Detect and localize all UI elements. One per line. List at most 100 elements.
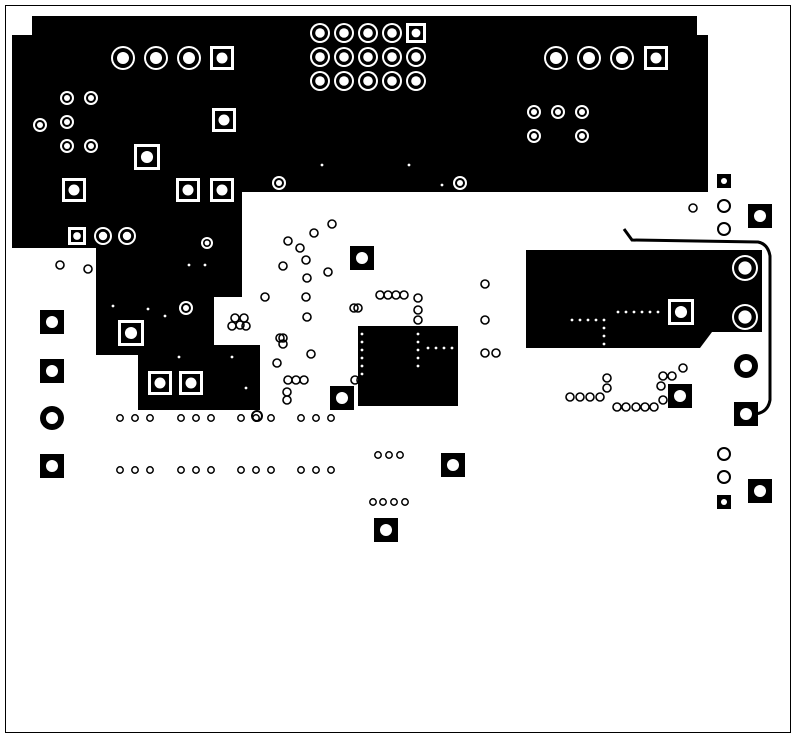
- via: [237, 466, 245, 474]
- via: [131, 466, 139, 474]
- via: [267, 466, 275, 474]
- via: [282, 395, 292, 405]
- via: [116, 466, 124, 474]
- pad-drill: [531, 133, 537, 139]
- via: [146, 414, 154, 422]
- via: [207, 466, 215, 474]
- test-point: [656, 310, 660, 314]
- test-point: [632, 310, 636, 314]
- test-point: [434, 346, 438, 350]
- via: [413, 293, 423, 303]
- test-point: [416, 356, 420, 360]
- pad-drill: [387, 28, 397, 38]
- via: [312, 414, 320, 422]
- via: [252, 466, 260, 474]
- pad-drill: [531, 109, 537, 115]
- via: [595, 392, 605, 402]
- pad-drill: [117, 52, 129, 64]
- pad-drill: [183, 305, 189, 311]
- pad-drill: [182, 184, 194, 196]
- via: [385, 451, 393, 459]
- test-point: [177, 355, 181, 359]
- pad-drill: [674, 390, 686, 402]
- test-point: [360, 364, 364, 368]
- pad-drill: [154, 377, 166, 389]
- pad-drill: [315, 28, 325, 38]
- pad-drill: [98, 231, 108, 241]
- pads-layer: [33, 23, 772, 542]
- test-point: [594, 318, 598, 322]
- pad-drill: [216, 184, 228, 196]
- test-point: [586, 318, 590, 322]
- test-point: [416, 364, 420, 368]
- pad-drill: [64, 119, 70, 125]
- via: [299, 375, 309, 385]
- via: [631, 402, 641, 412]
- via: [353, 303, 363, 313]
- test-point: [187, 263, 191, 267]
- test-point: [578, 318, 582, 322]
- test-point: [360, 372, 364, 376]
- test-point: [416, 332, 420, 336]
- test-point: [602, 334, 606, 338]
- test-point: [360, 348, 364, 352]
- via: [678, 363, 688, 373]
- pad-drill: [204, 240, 210, 246]
- pad-drill: [411, 52, 421, 62]
- pad-drill: [73, 232, 81, 240]
- test-point: [450, 346, 454, 350]
- test-point: [416, 348, 420, 352]
- via: [192, 466, 200, 474]
- pad-drill: [583, 52, 595, 64]
- pad-drill: [185, 377, 197, 389]
- test-point: [440, 183, 444, 187]
- via: [327, 219, 337, 229]
- pad-drill: [738, 261, 752, 275]
- round-pad: [717, 199, 731, 213]
- via: [399, 290, 409, 300]
- via: [301, 255, 311, 265]
- pad-drill: [46, 412, 58, 424]
- via: [656, 381, 666, 391]
- pad-drill: [363, 52, 373, 62]
- pad-drill: [88, 143, 94, 149]
- pad-drill: [721, 499, 727, 505]
- via: [207, 414, 215, 422]
- via: [612, 402, 622, 412]
- via: [260, 292, 270, 302]
- via: [480, 315, 490, 325]
- pad-drill: [339, 28, 349, 38]
- via: [177, 466, 185, 474]
- via: [667, 371, 677, 381]
- via: [480, 348, 490, 358]
- via: [301, 292, 311, 302]
- via: [241, 321, 251, 331]
- round-pad: [717, 470, 731, 484]
- pad-drill: [339, 52, 349, 62]
- via: [302, 312, 312, 322]
- via: [390, 498, 398, 506]
- test-point: [602, 318, 606, 322]
- pad-drill: [64, 95, 70, 101]
- pad-drill: [740, 360, 752, 372]
- pad-drill: [550, 52, 562, 64]
- pad-drill: [46, 365, 58, 377]
- via: [658, 395, 668, 405]
- pad-drill: [216, 52, 228, 64]
- test-point: [426, 346, 430, 350]
- pad-drill: [721, 178, 727, 184]
- pad-drill: [64, 143, 70, 149]
- via: [146, 466, 154, 474]
- via: [251, 410, 263, 422]
- via: [401, 498, 409, 506]
- pad-drill: [738, 310, 752, 324]
- via: [356, 375, 366, 385]
- test-point: [244, 386, 248, 390]
- pad-drill: [754, 485, 766, 497]
- via: [369, 498, 377, 506]
- via: [323, 267, 333, 277]
- test-point: [360, 356, 364, 360]
- via: [278, 261, 288, 271]
- pad-drill: [411, 28, 421, 38]
- test-point: [416, 340, 420, 344]
